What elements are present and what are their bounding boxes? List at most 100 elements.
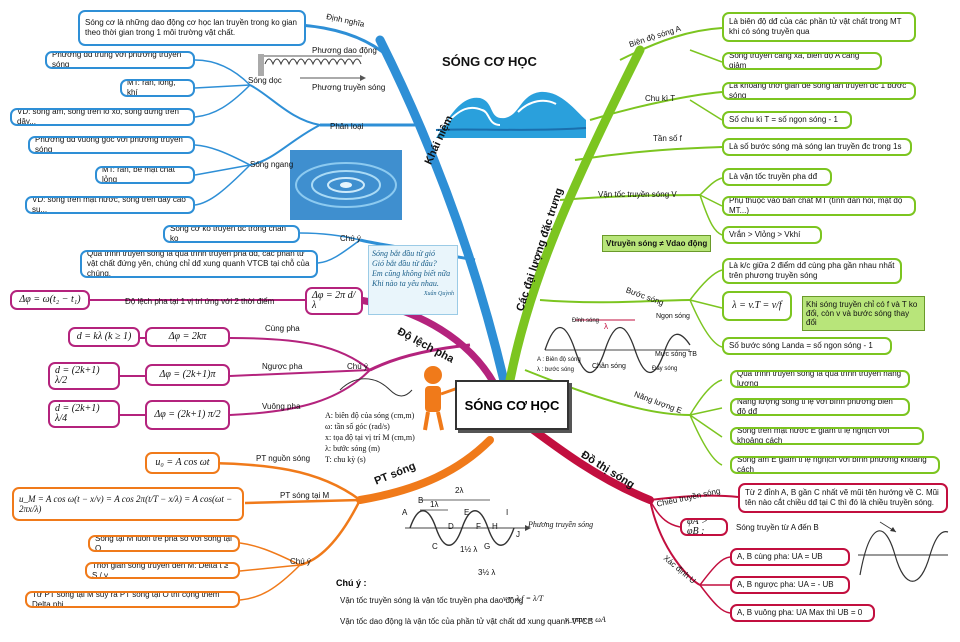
song-ngang-item-2: MT: rắn, bề mặt chất lỏng xyxy=(95,166,195,184)
do-thi-wave-graph xyxy=(858,521,949,582)
pt-chu-y-1: Sóng tại M luôn trễ pha so với sóng tại … xyxy=(88,535,240,552)
dinh-nghia-box: Sóng cơ là những dao động cơ học lan tru… xyxy=(78,10,306,46)
song-ngang-item-1: Phương dđ vuông góc với phương truyền só… xyxy=(28,136,195,154)
pt-tai-m-label: PT sóng tại M xyxy=(280,491,330,500)
spring-label-truyen-song: Phương truyền sóng xyxy=(312,83,386,92)
wave-dinh-song: Đỉnh sóng xyxy=(572,318,600,324)
khai-niem-chu-y-1: Sóng cơ ko truyền đc trong chân ko xyxy=(163,225,300,243)
water-drop-photo xyxy=(290,150,402,220)
poem-author: Xuân Quỳnh xyxy=(423,291,454,297)
buoc-song-formula: λ = v.T = v/f xyxy=(722,291,792,321)
van-toc-2: Phụ thuộc vào bản chất MT (tính đàn hồi,… xyxy=(722,196,916,216)
wave2-point-g: G xyxy=(484,542,491,551)
spring-illustration xyxy=(258,54,366,81)
pt-chu-y-3: Từ PT sóng tại M suy ra PT sóng tại O th… xyxy=(25,591,240,608)
wave2-direction: Phương truyền sóng xyxy=(528,520,594,529)
wave-muc-song: Mực sóng TB xyxy=(655,351,697,358)
wave-legend-lambda: λ : bước sóng xyxy=(537,367,574,373)
nang-luong-4: Sóng âm E giảm tỉ lệ nghịch với bình phư… xyxy=(730,456,940,474)
bottom-note-title: Chú ý : xyxy=(336,578,367,588)
wave2-label-half: 1½ λ xyxy=(460,545,478,554)
wave2-point-a: A xyxy=(402,508,408,517)
wave2-point-h: H xyxy=(492,522,498,531)
symbol-t: T: chu kỳ (s) xyxy=(325,455,366,464)
dlp-cung-pha-right: Δφ = 2kπ xyxy=(145,327,230,347)
dlp-cung-pha-label: Cùng pha xyxy=(265,324,300,333)
wave2-point-j: J xyxy=(516,530,520,539)
wave2-label-2lambda: 2λ xyxy=(455,486,464,495)
wave-legend-a: A : Biên độ sóng xyxy=(537,357,581,363)
bien-do-1: Là biên độ dđ của các phần tử vật chất t… xyxy=(722,12,916,42)
buoc-song-1: Là k/c giữa 2 điểm dđ cùng pha gần nhau … xyxy=(722,258,902,284)
poem-line-3: Em cũng không biết nữa xyxy=(372,269,451,278)
branch-dai-luong-trunk xyxy=(505,45,645,385)
note-v-truyen-song: Vtruyền sóng ≠ Vdao động xyxy=(602,235,712,252)
song-doc-item-3: VD: sóng âm, sóng trên lò xo, sóng dừng … xyxy=(10,108,195,126)
wave2-point-c: C xyxy=(432,542,438,551)
branch-pt-song-trunk xyxy=(356,436,494,504)
wave2-label-1lambda: 1λ xyxy=(430,500,439,509)
chieu-truyen-1: Từ 2 đỉnh A, B gần C nhất vẽ mũi tên hướ… xyxy=(738,483,948,513)
buoc-song-2: Số bước sóng Landa = số ngọn sóng - 1 xyxy=(722,337,892,355)
wave-lambda: λ xyxy=(604,322,608,331)
van-toc-label: Vận tốc truyền sóng V xyxy=(598,190,677,199)
phan-loai-label: Phân loại xyxy=(330,122,364,131)
dlp-chu-y-label: Chú ý xyxy=(347,362,368,371)
bien-do-2: Sóng truyền càng xa, biên độ A càng giảm xyxy=(722,52,882,70)
tan-so-1: Là số bước sóng mà sóng lan truyền đc tr… xyxy=(722,138,912,156)
dlp-nguoc-pha-left: d = (2k+1) λ/2 xyxy=(48,362,120,390)
song-doc-label: Sóng dọc xyxy=(248,76,282,85)
xac-dinh-u-3: A, B vuông pha: UA Max thì UB = 0 xyxy=(730,604,875,622)
wave2-point-d: D xyxy=(448,522,454,531)
pt-nguon-formula: u₀ = A cos ωt xyxy=(145,452,220,474)
chu-ki-label: Chu kì T xyxy=(645,94,676,103)
chu-ki-2: Số chu kì T = số ngọn sóng - 1 xyxy=(722,111,852,129)
wave2-point-f: F xyxy=(476,522,481,531)
xac-dinh-u-2: A, B ngược pha: UA = - UB xyxy=(730,576,850,594)
pt-tai-m-formula: u_M = A cos ω(t − x/v) = A cos 2π(t/T − … xyxy=(12,487,244,521)
van-toc-3: Vrắn > Vlỏng > Vkhí xyxy=(722,226,822,244)
note-f-t-constant: Khi sóng truyền chỉ có f và T ko đổi, cò… xyxy=(802,296,925,331)
dlp-main-label: Độ lệch pha tại 1 vị trí ứng với 2 thời … xyxy=(125,297,275,306)
tan-so-label: Tần số f xyxy=(653,134,682,143)
symbol-omega: ω: tần số góc (rad/s) xyxy=(325,422,390,431)
dlp-vuong-pha-label: Vuông pha xyxy=(262,402,301,411)
dlp-cung-pha-left: d = kλ (k ≥ 1) xyxy=(68,327,140,347)
poem-line-4: Khi nào ta yêu nhau. xyxy=(372,279,439,288)
wave2-label-3half: 3½ λ xyxy=(478,568,496,577)
wave-diagram xyxy=(544,319,691,373)
poem-box: Sóng bắt đầu từ gió Gió bắt đầu từ đâu? … xyxy=(368,245,458,315)
branch-do-thi-trunk xyxy=(516,416,654,504)
chieu-truyen-2: Sóng truyền từ A đến B xyxy=(736,523,819,532)
symbol-lambda: λ: bước sóng (m) xyxy=(325,444,380,453)
poem-line-1: Sóng bắt đầu từ gió xyxy=(372,249,436,258)
page-title: SÓNG CƠ HỌC xyxy=(442,54,537,69)
poem-line-2: Gió bắt đầu từ đâu? xyxy=(372,259,437,268)
bottom-note-line-2: Vận tốc dao động là vận tốc của phần tử … xyxy=(340,617,594,626)
dlp-vuong-pha-left: d = (2k+1) λ/4 xyxy=(48,400,120,428)
bottom-note-formula-2: v_max = ωA xyxy=(565,615,606,624)
spring-label-dao-dong: Phương dao động xyxy=(312,46,377,55)
symbol-x: x: tọa độ tại vị trí M (cm,m) xyxy=(325,433,415,442)
dlp-main-right: Δφ = 2π d/λ xyxy=(305,287,363,315)
pt-chu-y-2: Thời gian sóng truyền đến M: Delta t ≥ S… xyxy=(85,562,240,579)
symbol-a: A: biên độ của sóng (cm,m) xyxy=(325,411,415,420)
song-ngang-label: Sóng ngang xyxy=(250,160,294,169)
nang-luong-1: Quá trình truyền sóng là quá trình truyề… xyxy=(730,370,910,388)
bottom-wave-diagram xyxy=(405,499,531,546)
water-wave-illustration xyxy=(435,86,587,138)
nang-luong-2: Năng lượng sóng tỉ lệ với bình phương bi… xyxy=(730,398,910,416)
wave2-point-i: I xyxy=(506,508,509,517)
wave2-point-b: B xyxy=(418,496,424,505)
wave-day-song: Đáy sóng xyxy=(652,366,678,372)
xac-dinh-u-1: A, B cùng pha: UA = UB xyxy=(730,548,850,566)
wave2-point-e: E xyxy=(464,508,470,517)
pt-nguon-label: PT nguồn sóng xyxy=(256,454,311,463)
khai-niem-chu-y-2: Quá trình truyền sóng là quá trình truyề… xyxy=(80,250,318,278)
bottom-note-formula-1: v = λ.f = λ/T xyxy=(503,594,544,603)
bottom-note-line-1: Vận tốc truyền sóng là vận tốc truyền ph… xyxy=(340,596,524,605)
dlp-nguoc-pha-right: Δφ = (2k+1)π xyxy=(145,364,230,386)
van-toc-1: Là vận tốc truyền pha dđ xyxy=(722,168,832,186)
song-doc-item-1: Phương dđ trùng với phương truyền sóng xyxy=(45,51,195,69)
